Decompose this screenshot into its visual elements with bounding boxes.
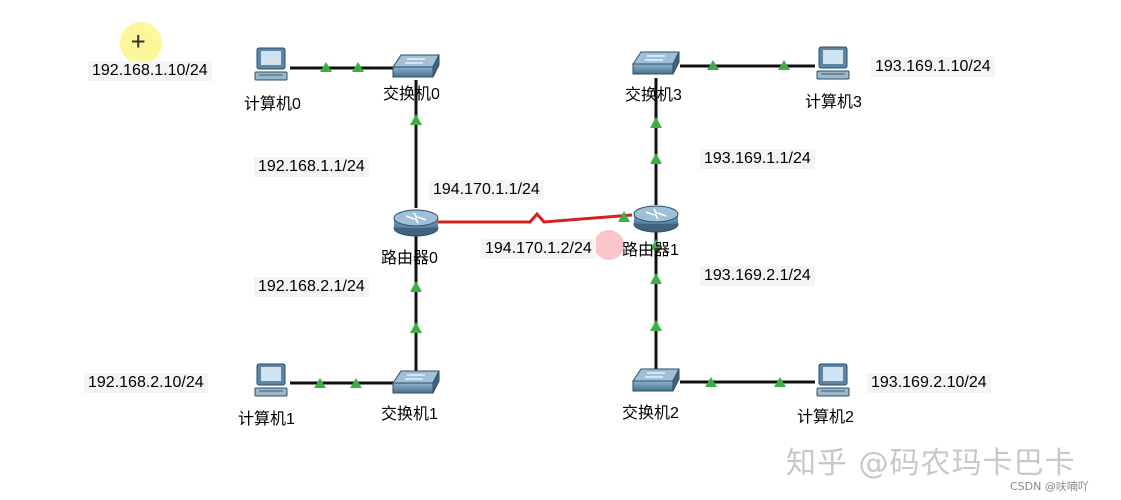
ip-label-pc3: 193.169.1.10/24	[871, 57, 995, 77]
cursor-highlight	[120, 22, 162, 64]
device-label-switch3: 交换机3	[625, 87, 682, 104]
link-up-marker	[778, 60, 790, 70]
link-status-markers	[314, 60, 790, 388]
ip-label-router0-lan2: 192.168.2.1/24	[254, 277, 369, 297]
device-label-switch1: 交换机1	[381, 406, 438, 423]
link-up-marker	[650, 117, 662, 128]
pc-icon[interactable]	[816, 46, 850, 80]
switch-icon[interactable]	[632, 368, 680, 392]
device-label-switch2: 交换机2	[622, 405, 679, 422]
links	[290, 64, 815, 385]
ip-label-router0-lan1: 192.168.1.1/24	[254, 157, 369, 177]
link-up-marker	[314, 378, 326, 388]
ip-label-router1-lan2: 193.169.2.1/24	[700, 266, 815, 286]
device-label-router0: 路由器0	[381, 250, 438, 267]
switch-icon[interactable]	[632, 51, 680, 75]
pc-icon[interactable]	[816, 363, 850, 397]
link-up-marker	[707, 60, 719, 70]
link-up-marker	[410, 114, 422, 125]
link-up-marker	[650, 239, 662, 250]
device-label-pc0: 计算机0	[244, 96, 301, 113]
link-up-marker	[650, 273, 662, 284]
link-up-marker	[320, 62, 332, 72]
ip-label-pc2: 193.169.2.10/24	[867, 373, 991, 393]
link-up-marker	[618, 211, 630, 222]
router-icon[interactable]	[393, 209, 439, 237]
switch-icon[interactable]	[392, 54, 440, 78]
device-label-pc2: 计算机2	[797, 409, 854, 426]
click-highlight	[594, 230, 624, 260]
ip-label-pc0: 192.168.1.10/24	[88, 61, 212, 81]
device-label-pc1: 计算机1	[238, 411, 295, 428]
link-up-marker	[705, 377, 717, 387]
router-icon[interactable]	[633, 205, 679, 233]
link-up-marker	[650, 320, 662, 331]
pc-icon[interactable]	[254, 363, 288, 397]
device-label-switch0: 交换机0	[383, 86, 440, 103]
ip-label-pc1: 192.168.2.10/24	[84, 373, 208, 393]
serial-link-router0-router1	[438, 211, 633, 224]
watermark: 知乎 @码农玛卡巴卡	[786, 446, 1076, 481]
pc-icon[interactable]	[254, 47, 288, 81]
link-up-marker	[352, 62, 364, 72]
switch-icon[interactable]	[392, 370, 440, 394]
link-up-marker	[650, 153, 662, 164]
ip-label-router0-wan: 194.170.1.1/24	[429, 180, 544, 200]
ip-label-router1-lan1: 193.169.1.1/24	[700, 149, 815, 169]
device-label-pc3: 计算机3	[805, 94, 862, 111]
credit-text: CSDN @呋喃吖	[1010, 480, 1089, 493]
link-up-marker	[410, 322, 422, 333]
device-label-router1: 路由器1	[622, 242, 679, 259]
ip-label-router1-wan: 194.170.1.2/24	[481, 239, 596, 259]
crosshair-cursor-icon: +	[131, 27, 146, 55]
link-up-marker	[350, 378, 362, 388]
link-up-marker	[410, 281, 422, 292]
link-up-marker	[774, 377, 786, 387]
